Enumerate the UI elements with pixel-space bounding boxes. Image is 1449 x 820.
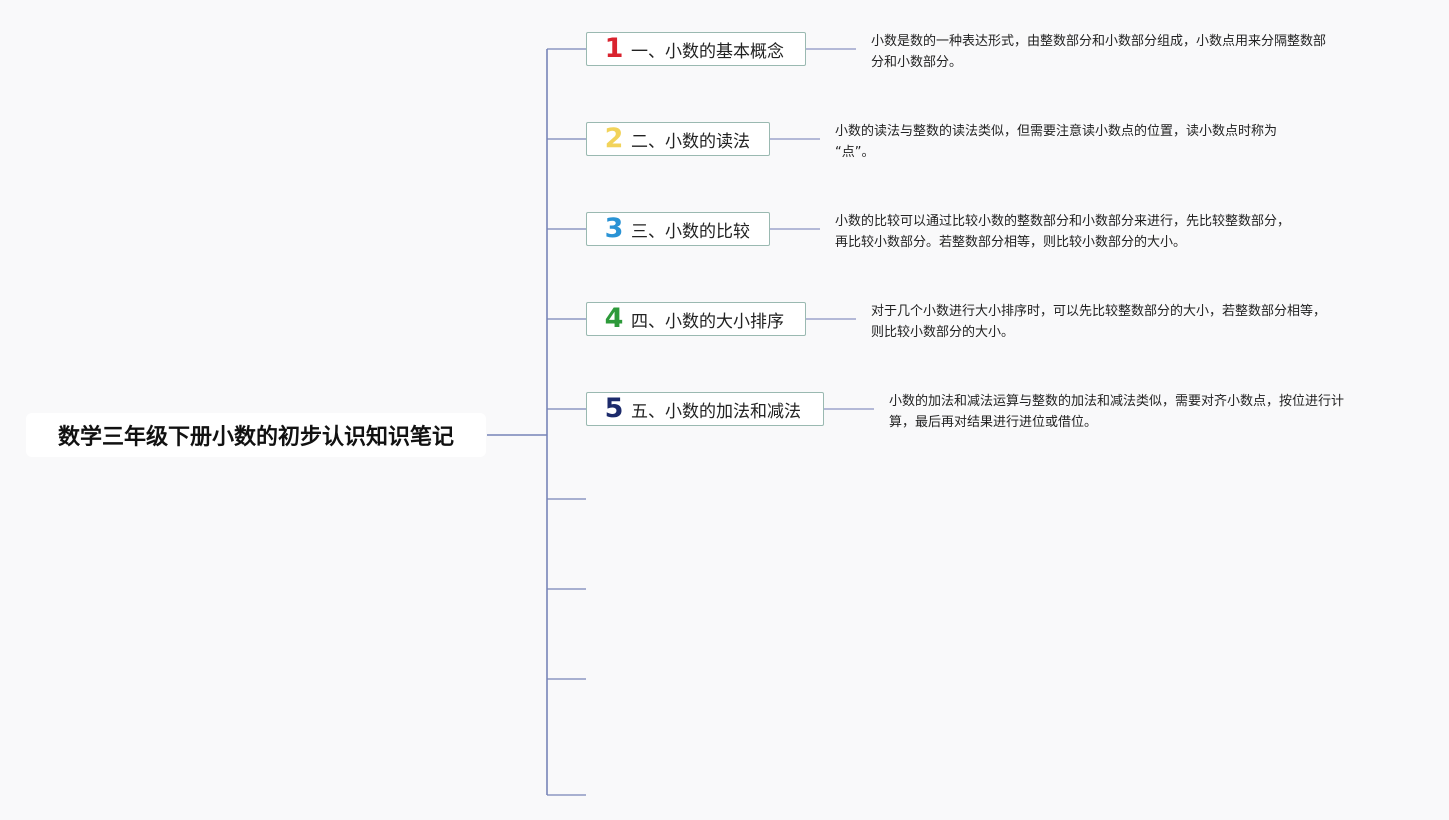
- topic-label: 四、小数的大小排序: [631, 311, 784, 332]
- note-line: 对于几个小数进行大小排序时，可以先比较整数部分的大小，若整数部分相等，: [871, 304, 1327, 319]
- topic-1-note: 小数是数的一种表达形式，由整数部分和小数部分组成，小数点用来分隔整数部 分和小数…: [871, 31, 1326, 73]
- topic-5[interactable]: 5 五、小数的加法和减法: [586, 392, 824, 426]
- note-line: 分和小数部分。: [871, 55, 963, 70]
- number-4-icon: 4: [604, 303, 624, 334]
- topic-2[interactable]: 2 二、小数的读法: [586, 122, 770, 156]
- number-3-icon: 3: [604, 213, 624, 244]
- topic-4[interactable]: 4 四、小数的大小排序: [586, 302, 806, 336]
- root-topic[interactable]: 数学三年级下册小数的初步认识知识笔记: [26, 413, 486, 457]
- topic-label: 二、小数的读法: [631, 131, 750, 152]
- root-title: 数学三年级下册小数的初步认识知识笔记: [57, 425, 454, 450]
- note-line: 小数的加法和减法运算与整数的加法和减法类似，需要对齐小数点，按位进行计: [889, 394, 1345, 409]
- topic-5-note: 小数的加法和减法运算与整数的加法和减法类似，需要对齐小数点，按位进行计 算，最后…: [889, 391, 1344, 433]
- topic-3-note: 小数的比较可以通过比较小数的整数部分和小数部分来进行，先比较整数部分， 再比较小…: [835, 211, 1290, 253]
- note-line: 再比较小数部分。若整数部分相等，则比较小数部分的大小。: [835, 235, 1187, 250]
- topic-label: 五、小数的加法和减法: [631, 401, 801, 422]
- topic-label: 一、小数的基本概念: [631, 41, 784, 62]
- note-line: 小数的比较可以通过比较小数的整数部分和小数部分来进行，先比较整数部分，: [835, 214, 1291, 229]
- note-line: “点”。: [835, 145, 875, 160]
- number-5-icon: 5: [604, 393, 624, 424]
- topic-1[interactable]: 1 一、小数的基本概念: [586, 32, 806, 66]
- note-line: 则比较小数部分的大小。: [871, 325, 1015, 340]
- note-line: 算，最后再对结果进行进位或借位。: [889, 415, 1098, 430]
- topic-label: 三、小数的比较: [631, 221, 750, 242]
- note-line: 小数的读法与整数的读法类似，但需要注意读小数点的位置，读小数点时称为: [835, 124, 1278, 139]
- topic-4-note: 对于几个小数进行大小排序时，可以先比较整数部分的大小，若整数部分相等， 则比较小…: [871, 301, 1326, 343]
- topic-3[interactable]: 3 三、小数的比较: [586, 212, 770, 246]
- number-2-icon: 2: [604, 123, 624, 154]
- topic-2-note: 小数的读法与整数的读法类似，但需要注意读小数点的位置，读小数点时称为 “点”。: [835, 121, 1277, 163]
- note-line: 小数是数的一种表达形式，由整数部分和小数部分组成，小数点用来分隔整数部: [871, 34, 1327, 49]
- number-1-icon: 1: [604, 33, 624, 64]
